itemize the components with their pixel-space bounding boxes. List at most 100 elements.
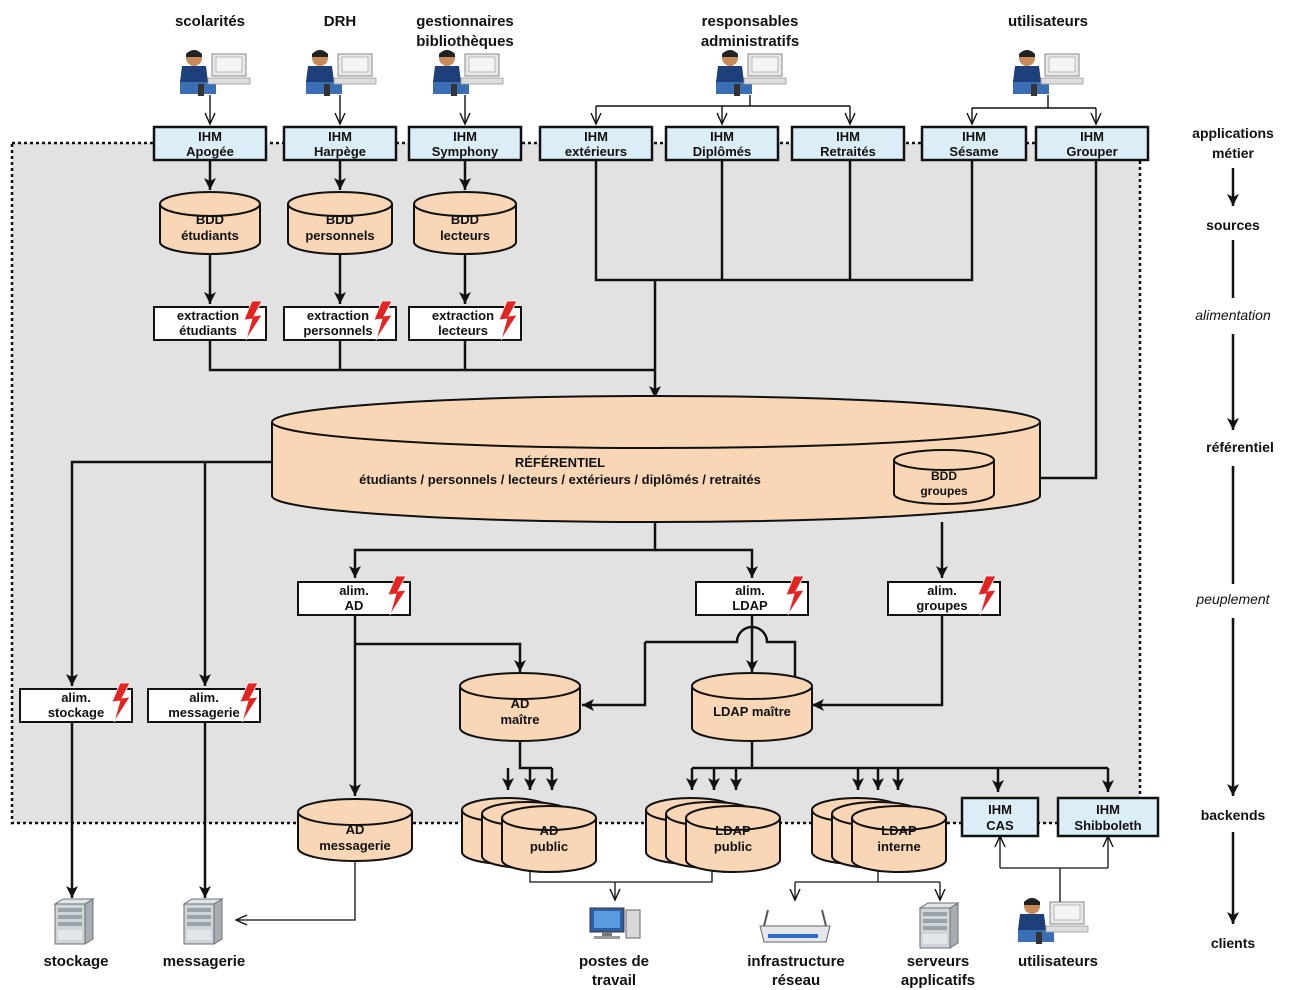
legend-backends: backends — [1201, 807, 1266, 823]
alim-messagerie: alim. messagerie — [147, 682, 261, 723]
ihm-symphony: IHM Symphony — [407, 125, 523, 162]
user-at-computer-icon — [715, 49, 787, 97]
db-ldap-interne: LDAP interne — [851, 805, 947, 873]
ihm-apogee: IHM Apogée — [152, 125, 268, 162]
db-lecteurs: BDD lecteurs — [413, 191, 517, 255]
db-ad-maitre-label-2: maître — [500, 712, 539, 727]
legend-applications-1: applications — [1192, 125, 1274, 141]
db-ldap-public: LDAP public — [685, 805, 781, 873]
ihm-cas-label-2: CAS — [986, 818, 1014, 833]
ihm-harpege-label-1: IHM — [328, 129, 352, 144]
workstation-icon — [589, 907, 641, 939]
db-lecteurs-label-1: BDD — [451, 212, 479, 227]
referentiel-subtitle: étudiants / personnels / lecteurs / exté… — [359, 472, 761, 487]
db-ad-public-label-2: public — [530, 839, 568, 854]
ihm-exterieurs-label-1: IHM — [584, 129, 608, 144]
alim-ad-label-2: AD — [345, 598, 364, 613]
db-groupes-label-1: BDD — [931, 469, 957, 483]
lightning-icon — [373, 300, 393, 341]
client-utilisateurs-label: utilisateurs — [1018, 953, 1098, 970]
user-at-computer-icon — [179, 49, 251, 97]
alim-ad: alim. AD — [297, 575, 411, 616]
db-etudiants: BDD étudiants — [159, 191, 261, 255]
db-etudiants-label-2: étudiants — [181, 228, 239, 243]
alim-stockage: alim. stockage — [19, 682, 133, 723]
ihm-symphony-label-2: Symphony — [432, 144, 499, 159]
ihm-diplomes: IHM Diplômés — [664, 125, 780, 162]
lightning-icon — [498, 300, 518, 341]
ihm-cas-label-1: IHM — [988, 802, 1012, 817]
ihm-diplomes-label-2: Diplômés — [693, 144, 752, 159]
ihm-grouper-label-1: IHM — [1080, 129, 1104, 144]
ihm-grouper-label-2: Grouper — [1066, 144, 1117, 159]
lightning-icon — [243, 300, 263, 341]
db-groupes-label-2: groupes — [920, 484, 968, 498]
ihm-sesame-label-1: IHM — [962, 129, 986, 144]
extraction-etudiants-label-2: étudiants — [179, 323, 237, 338]
extraction-etudiants-label-1: extraction — [177, 308, 239, 323]
actor-drh-label: DRH — [324, 13, 357, 30]
actor-responsables-label-1: responsables — [702, 13, 799, 30]
db-personnels: BDD personnels — [287, 191, 393, 255]
db-ldap-public-stack: LDAP public — [645, 797, 781, 873]
db-ad-public: AD public — [501, 805, 597, 873]
client-stockage-label: stockage — [43, 953, 108, 970]
server-icon — [183, 898, 223, 945]
actor-utilisateurs-label: utilisateurs — [1008, 13, 1088, 30]
client-infra-label-2: réseau — [772, 972, 820, 989]
db-ldap-interne-stack: LDAP interne — [811, 797, 947, 873]
ihm-retraites: IHM Retraités — [790, 125, 906, 162]
db-groupes: BDD groupes — [893, 449, 995, 505]
ihm-shibboleth-label-1: IHM — [1096, 802, 1120, 817]
ihm-symphony-label-1: IHM — [453, 129, 477, 144]
ihm-grouper: IHM Grouper — [1034, 125, 1150, 162]
ihm-sesame: IHM Sésame — [920, 125, 1028, 162]
ihm-exterieurs: IHM extérieurs — [538, 125, 654, 162]
ihm-sesame-label-2: Sésame — [949, 144, 998, 159]
ihm-apogee-label-2: Apogée — [186, 144, 234, 159]
legend-referentiel: référentiel — [1206, 439, 1274, 455]
ihm-apogee-label-1: IHM — [198, 129, 222, 144]
lightning-icon — [239, 682, 259, 723]
alim-messagerie-label-2: messagerie — [168, 705, 240, 720]
extraction-etudiants: extraction étudiants — [153, 300, 267, 341]
alim-groupes: alim. groupes — [887, 575, 1001, 616]
db-ldap-interne-label-2: interne — [877, 839, 920, 854]
referentiel-title: RÉFÉRENTIEL — [515, 455, 605, 470]
client-postes-label-1: postes de — [579, 953, 649, 970]
alim-ldap: alim. LDAP — [695, 575, 809, 616]
client-infra-label-1: infrastructure — [747, 953, 845, 970]
ihm-shibboleth: IHM Shibboleth — [1056, 796, 1160, 838]
alim-ldap-label-2: LDAP — [732, 598, 768, 613]
db-ad-maitre: AD maître — [459, 672, 581, 742]
db-ad-messagerie-label-2: messagerie — [319, 838, 391, 853]
legend-sources: sources — [1206, 217, 1260, 233]
router-icon — [759, 909, 831, 943]
db-ldap-interne-label-1: LDAP — [881, 823, 917, 838]
extraction-personnels-label-1: extraction — [307, 308, 369, 323]
actor-responsables-label-2: administratifs — [701, 33, 799, 50]
alim-stockage-label-2: stockage — [48, 705, 104, 720]
alim-stockage-label-1: alim. — [61, 690, 91, 705]
client-serveurs-label-1: serveurs — [907, 953, 970, 970]
db-ad-public-label-1: AD — [540, 823, 559, 838]
db-ad-maitre-label-1: AD — [511, 696, 530, 711]
lightning-icon — [387, 575, 407, 616]
user-at-computer-icon — [305, 49, 377, 97]
server-icon — [54, 898, 94, 945]
db-lecteurs-label-2: lecteurs — [440, 228, 490, 243]
db-personnels-label-2: personnels — [305, 228, 374, 243]
server-icon — [919, 902, 959, 949]
lightning-icon — [785, 575, 805, 616]
extraction-personnels-label-2: personnels — [303, 323, 372, 338]
legend-applications-2: métier — [1212, 145, 1255, 161]
db-ad-messagerie: AD messagerie — [297, 798, 413, 862]
db-ad-messagerie-label-1: AD — [346, 822, 365, 837]
ihm-diplomes-label-1: IHM — [710, 129, 734, 144]
actor-gestionnaires-label-2: bibliothèques — [416, 33, 514, 50]
extraction-personnels: extraction personnels — [283, 300, 397, 341]
ihm-harpege-label-2: Harpège — [314, 144, 366, 159]
alim-messagerie-label-1: alim. — [189, 690, 219, 705]
db-ldap-maitre-label: LDAP maître — [713, 704, 791, 719]
